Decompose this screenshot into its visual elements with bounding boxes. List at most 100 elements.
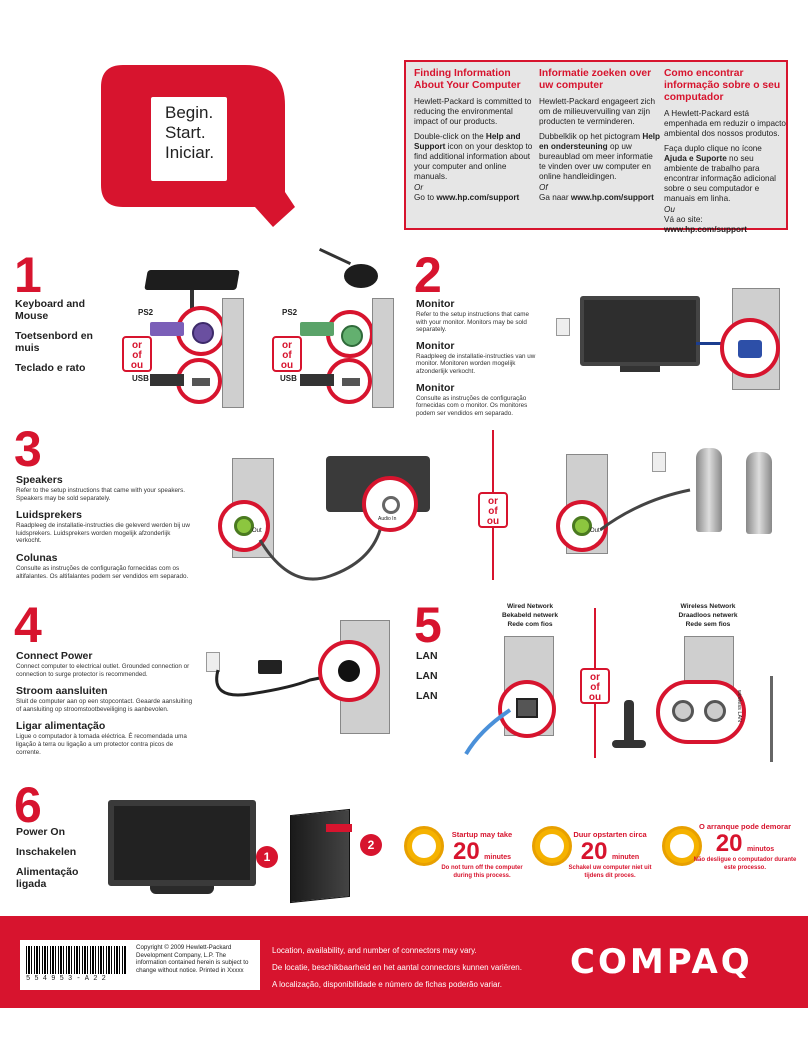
logo-line-iniciar: Iniciar. [165, 143, 215, 162]
timer-nl-value: 20 minuten [580, 838, 640, 865]
kb-ps2-plug-icon [150, 322, 184, 336]
step4-title-nl: Stroom aansluiten [16, 685, 108, 698]
info-col-nl: Informatie zoeken over uw computer Hewle… [539, 68, 661, 203]
step1-number: 1 [14, 247, 42, 303]
callout-2-badge: 2 [360, 834, 382, 856]
step6-number: 6 [14, 777, 42, 833]
tower-pc-icon [290, 808, 350, 904]
ms-ps2-plug-icon [300, 322, 334, 336]
barcode-icon [26, 946, 126, 974]
timer-en: Startup may take 20 minutes Do not turn … [432, 830, 532, 880]
mouse-icon [344, 264, 378, 288]
timer-pt: O arranque pode demorar 20 minutos Não d… [690, 822, 800, 872]
step3-desc-en: Refer to the setup instructions that cam… [16, 487, 186, 502]
logo-text: Begin. Start. Iniciar. [165, 103, 214, 163]
wall-outlet-icon-3 [206, 652, 220, 672]
info-or-nl: Of [539, 183, 548, 192]
step5-number: 5 [414, 597, 442, 653]
step5-labels: LAN LAN LAN [416, 650, 438, 702]
keyboard-icon [144, 270, 240, 290]
step3-number: 3 [14, 421, 42, 477]
ps2-purple-port-icon [192, 322, 214, 344]
step1-label-pt: Teclado e rato [15, 362, 86, 374]
step1-usb-label-ms: USB [280, 374, 297, 383]
step2-desc-en: Refer to the setup instructions that cam… [416, 311, 530, 334]
step2-title-en: Monitor [416, 298, 455, 310]
ethernet-port-icon [516, 698, 538, 718]
antenna-port-icon-2 [704, 700, 726, 722]
footer-note-pt: A localização, disponibilidade e número … [272, 980, 502, 989]
barcode-panel: 5 5 4 9 5 3 - A 2 2 Copyright © 2009 Hew… [20, 940, 260, 990]
timer-en-value: 20 minutes [453, 838, 511, 865]
audio-out-label-2: Out [590, 528, 600, 534]
wlan-label: wireless LAN [736, 690, 742, 723]
compaq-q-logo [95, 57, 295, 233]
power-button-arrow-icon [326, 824, 352, 832]
footer-note-nl: De locatie, beschikbaarheid en het aanta… [272, 963, 522, 972]
info-col-en: Finding Information About Your Computer … [414, 68, 536, 203]
clock-icon-en [404, 826, 444, 866]
step3-title-en: Speakers [16, 474, 63, 486]
info-heading-pt: Como encontrar informação sobre o seu co… [664, 68, 781, 103]
speaker-right-icon [746, 452, 772, 534]
step4-number: 4 [14, 597, 42, 653]
step4-text: Connect Power Connect computer to electr… [16, 650, 194, 756]
step3-desc-pt: Consulte as instruções de configuração f… [16, 564, 189, 580]
footer-note-en: Location, availability, and number of co… [272, 946, 477, 955]
step5-label-pt: LAN [416, 690, 438, 702]
step4-desc-pt: Ligue o computador à tomada eléctrica. É… [16, 733, 187, 756]
step4-title-en: Connect Power [16, 650, 93, 662]
logo-line-begin: Begin. [165, 103, 214, 122]
audio-out-label: Out [252, 528, 262, 534]
step2-title-pt: Monitor [416, 381, 455, 394]
timer-pt-top: O arranque pode demorar [698, 822, 792, 831]
power-monitor-stand-icon [150, 886, 214, 894]
step5-label-nl: LAN [416, 670, 438, 682]
support-link-nl[interactable]: www.hp.com/support [570, 193, 654, 202]
audio-out-jack-icon-2 [572, 516, 592, 536]
audio-in-label: Audio In [378, 516, 397, 522]
monitor-cable [696, 342, 736, 345]
wifi-antenna-icon-2 [770, 676, 773, 762]
step1-label-nl: Toetsenbord en muis [15, 330, 93, 354]
step2-desc-pt: Consulte as instruções de configuração f… [416, 394, 528, 417]
step2-number: 2 [414, 247, 442, 303]
step4-desc-nl: Sluit de computer aan op een stopcontact… [16, 698, 193, 713]
ms-pc-back-panel [372, 298, 394, 408]
info-goto-en: Go to www.hp.com/support [414, 193, 520, 202]
ps2-green-port-icon [341, 325, 363, 347]
step3-desc-nl: Raadpleeg de installatie-instructies die… [16, 522, 190, 545]
vga-port-icon [738, 340, 762, 358]
power-adapter-icon [258, 660, 282, 674]
monitor-stand-icon [620, 366, 660, 372]
info-heading-en: Finding Information About Your Computer [414, 68, 521, 91]
support-link-en[interactable]: www.hp.com/support [436, 193, 520, 202]
power-monitor-icon [108, 800, 256, 886]
clock-icon-pt [662, 826, 702, 866]
support-link-pt[interactable]: www.hp.com/support [664, 225, 747, 234]
copyright-text: Copyright © 2009 Hewlett-Packard Develop… [136, 944, 249, 974]
info-p2-nl: Dubbelklik op het pictogram Help en onde… [539, 132, 661, 181]
vga-port-circle [720, 318, 780, 378]
power-cable [215, 669, 341, 697]
timer-pt-bottom: Não desligue o computador durante este p… [693, 857, 797, 871]
info-col-pt: Como encontrar informação sobre o seu co… [664, 68, 786, 235]
step6-label-nl: Inschakelen [16, 846, 77, 858]
step1-ps2-label-kb: PS2 [138, 308, 154, 317]
audio-out-jack-icon [234, 516, 254, 536]
audio-in-circle: Audio In [362, 476, 418, 532]
step3-text: Speakers Refer to the setup instructions… [16, 474, 194, 580]
logo-line-start: Start. [165, 123, 206, 142]
clock-icon-nl [532, 826, 572, 866]
step2-title-nl: Monitor [416, 339, 455, 352]
info-p1-pt: A Hewlett-Packard está empenhada em redu… [664, 109, 786, 138]
ms-usb-plug-icon [300, 374, 334, 386]
info-or-pt: Ou [664, 205, 675, 214]
info-goto-pt: Vá ao site: www.hp.com/support [664, 215, 747, 234]
info-p1-nl: Hewlett-Packard engageert zich om de mil… [539, 97, 656, 126]
step2-text: Monitor Refer to the setup instructions … [416, 298, 540, 417]
audio-in-jack-icon [382, 496, 400, 514]
